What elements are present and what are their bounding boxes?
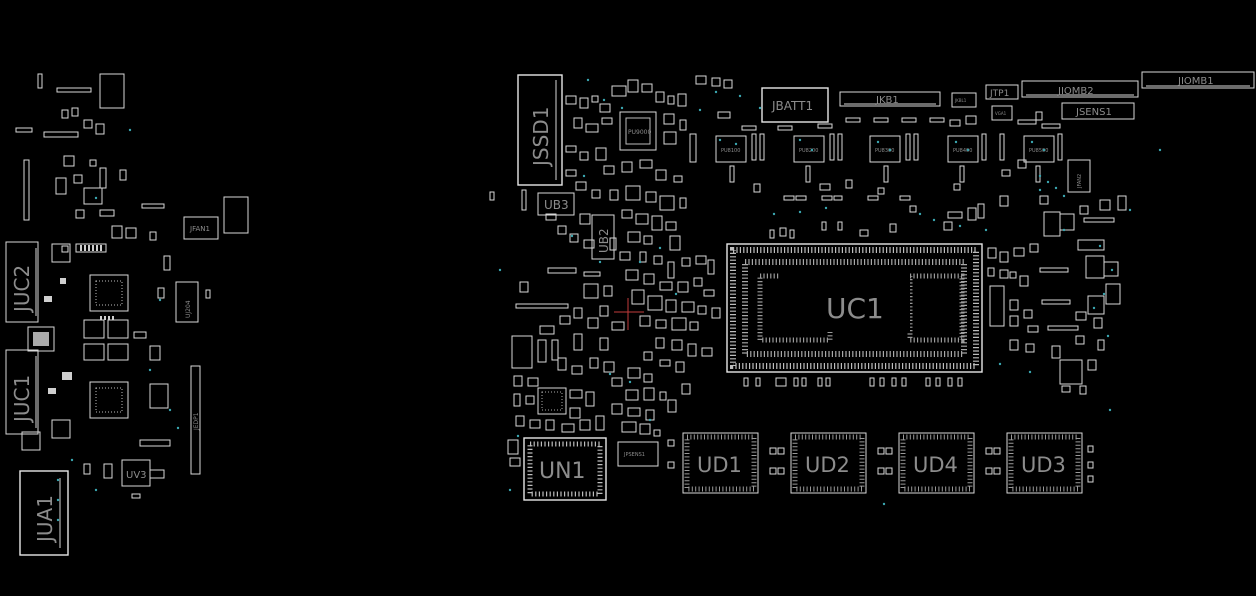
jsens1-label: JSENS1 <box>1075 107 1112 118</box>
juc2-connector: JUC2 <box>5 241 39 323</box>
ud4-label: UD4 <box>913 453 958 477</box>
jbatt1-label: JBATT1 <box>771 99 813 113</box>
left-board: JUC2 JUC1 JUA1 JFAN1 UJ204 JEDP1 <box>5 73 249 556</box>
ub2-chip: UB2 <box>591 214 615 260</box>
ub3-label: UB3 <box>544 198 569 212</box>
bga-small-left <box>511 335 567 415</box>
ud2-label: UD2 <box>805 453 850 477</box>
un1-chip: UN1 <box>523 437 607 501</box>
component-cluster-right <box>943 111 1127 395</box>
jsens1-connector: JSENS1 <box>1061 102 1135 120</box>
juc1-connector: JUC1 <box>5 349 39 435</box>
vga-label: VGA1 <box>995 111 1007 116</box>
ud4-memory-chip: UD4 <box>898 432 975 494</box>
left-bga-chips <box>21 73 169 451</box>
ud1-memory-chip: UD1 <box>682 432 759 494</box>
juc1-label: JUC1 <box>10 375 34 424</box>
jiomb2-connector: JIOMB2 <box>1021 80 1139 98</box>
jiomb1-connector: JIOMB1 <box>1141 71 1255 89</box>
jua1-connector: JUA1 <box>19 470 69 556</box>
pu-d-label: PU8400 <box>953 148 972 154</box>
uj204-label: UJ204 <box>185 300 192 318</box>
ub3-chip: UB3 <box>537 192 575 216</box>
ud3-memory-chip: UD3 <box>1006 432 1083 494</box>
main-board: JSSD1 UB3 UB2 PU9000 JBATT1 JKB1 <box>489 71 1255 506</box>
jssd1-connector: JSSD1 <box>517 74 563 186</box>
ud2-memory-chip: UD2 <box>790 432 867 494</box>
uc1-cpu: UC1 <box>726 243 983 373</box>
jfan2-label: JFAN2 <box>1077 174 1083 189</box>
jkbl-connector: JKBL1 <box>951 92 977 108</box>
uc1-label: UC1 <box>826 292 884 325</box>
jtp1-connector: JTP1 <box>985 84 1019 100</box>
jua1-label: JUA1 <box>33 495 57 544</box>
ud1-label: UD1 <box>697 453 742 477</box>
power-stage-chips: PU8100 PU8200 PU8300 PU8400 PU8500 <box>715 135 1055 163</box>
ud3-label: UD3 <box>1021 453 1066 477</box>
jkbl-label: JKBL1 <box>954 98 967 103</box>
jkb1-label: JKB1 <box>875 95 899 106</box>
red-probe-marker <box>614 298 644 330</box>
jbatt1-connector: JBATT1 <box>761 87 829 123</box>
jfan2-connector: JFAN2 <box>1067 159 1091 193</box>
pu-e-label: PU8500 <box>1029 148 1048 154</box>
uv3-label: UV3 <box>126 470 147 481</box>
jiomb2-label: JIOMB2 <box>1057 86 1094 97</box>
jtp1-label: JTP1 <box>989 89 1009 99</box>
inductors-row <box>729 133 1063 183</box>
memory-side-caps <box>667 439 1094 483</box>
left-vias <box>56 128 180 522</box>
ub2-label: UB2 <box>597 228 611 253</box>
jfan1-connector: JFAN1 <box>183 196 249 240</box>
main-vias <box>498 78 1162 506</box>
pu9000-label: PU9000 <box>628 129 651 136</box>
juc2-label: JUC2 <box>10 265 34 314</box>
pu9000-chip: PU9000 <box>619 111 657 151</box>
un1-label: UN1 <box>539 459 586 484</box>
jedp1-label: JEDP1 <box>193 412 200 431</box>
left-pads <box>44 245 114 394</box>
pu-c-label: PU8300 <box>875 148 894 154</box>
jkb1-connector: JKB1 <box>839 91 941 107</box>
component-cluster-left <box>565 75 733 437</box>
jedp1-connector: JEDP1 <box>190 365 201 475</box>
jpsens1-label: JPSENS1 <box>623 452 645 458</box>
jssd1-label: JSSD1 <box>529 107 553 168</box>
pu-a-label: PU8100 <box>721 148 740 154</box>
pu-b-label: PU8200 <box>799 148 818 154</box>
uv3-chip: UV3 <box>121 459 151 487</box>
uj204-chip: UJ204 <box>175 281 199 323</box>
passives-below-cpu <box>717 111 963 387</box>
jpsens1-connector: JPSENS1 <box>617 441 659 467</box>
small-connector-vga: VGA1 <box>991 105 1013 121</box>
jiomb1-label: JIOMB1 <box>1177 76 1214 87</box>
jfan1-label: JFAN1 <box>189 225 210 233</box>
left-small-parts <box>15 73 211 499</box>
